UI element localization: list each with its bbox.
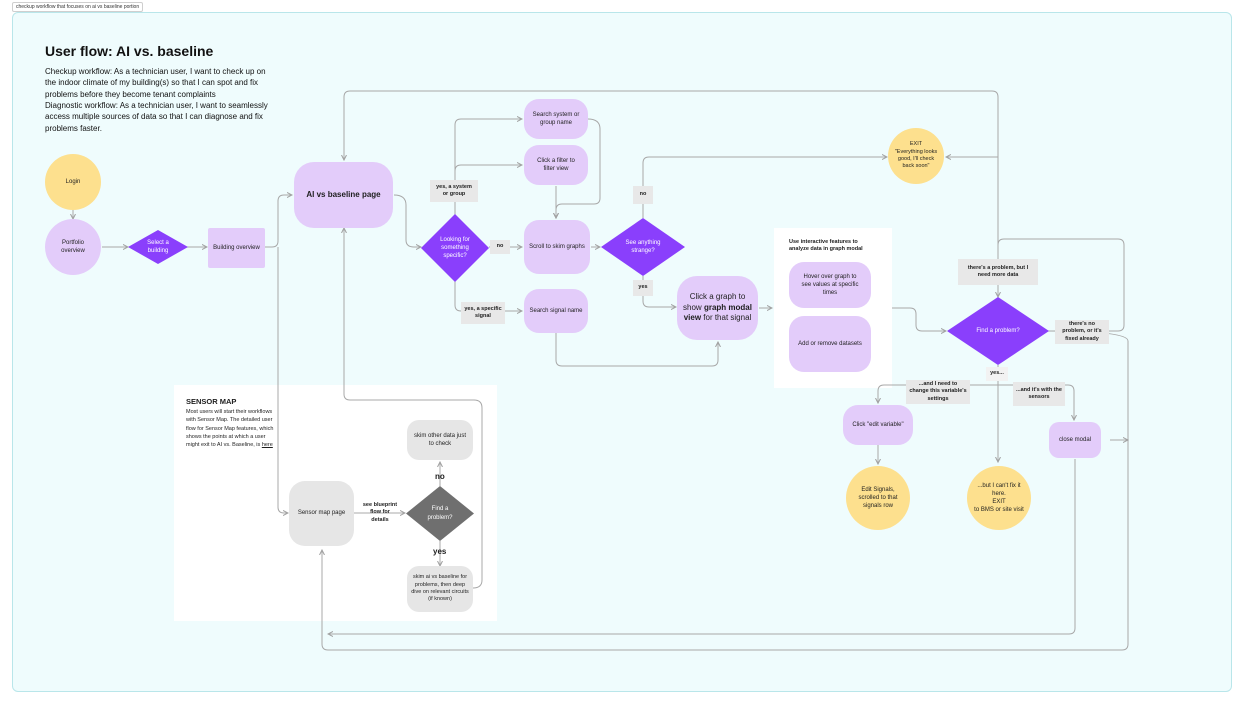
skim-ai-baseline-node[interactable]: skim ai vs baseline for problems, then d… (407, 566, 473, 612)
looking-for-something-diamond[interactable]: Looking for something specific? (421, 214, 489, 282)
label-yes-sensor: yes (433, 547, 447, 556)
click-graph-text: Click a graph to show graph modal view f… (683, 292, 752, 324)
label-with-sensors: ...and it's with the sensors (1013, 382, 1065, 406)
sensor-map-body: Most users will start their workflows wi… (186, 409, 274, 448)
exit-looks-good-node[interactable]: EXIT "Everything looks good, I'll check … (888, 128, 944, 184)
sensor-map-here-link[interactable]: here (261, 442, 273, 448)
label-yes-strange: yes (633, 280, 653, 296)
click-edit-variable-node[interactable]: Click "edit variable" (843, 405, 913, 445)
find-problem-grey-diamond[interactable]: Find a problem? (406, 486, 474, 541)
ai-vs-baseline-page-node[interactable]: AI vs baseline page (294, 162, 393, 228)
add-remove-datasets-node[interactable]: Add or remove datasets (789, 316, 871, 372)
click-graph-text-pre: Click a graph to show (683, 291, 746, 312)
diagram-canvas (12, 12, 1232, 692)
label-no-strange: no (633, 186, 653, 204)
looking-for-something-label: Looking for something specific? (440, 236, 470, 260)
edit-signals-node[interactable]: Edit Signals, scrolled to that signals r… (846, 466, 910, 530)
interactive-features-title: Use interactive features to analyze data… (789, 239, 863, 253)
search-signal-node[interactable]: Search signal name (524, 289, 588, 333)
label-need-change: ...and I need to change this variable's … (906, 380, 970, 404)
select-building-diamond[interactable]: Select a building (128, 230, 188, 264)
page-title: User flow: AI vs. baseline (45, 43, 214, 59)
building-overview-node[interactable]: Building overview (208, 228, 265, 268)
sensor-map-page-node[interactable]: Sensor map page (289, 481, 354, 546)
see-anything-strange-diamond[interactable]: See anything strange? (601, 218, 685, 276)
search-system-node[interactable]: Search system or group name (524, 99, 588, 139)
close-modal-node[interactable]: close modal (1049, 422, 1101, 458)
label-no-sensor: no (435, 472, 445, 481)
see-anything-strange-label: See anything strange? (625, 239, 661, 254)
find-problem-diamond[interactable]: Find a problem? (947, 297, 1049, 365)
find-problem-grey-label: Find a problem? (427, 506, 453, 521)
label-yes-system: yes, a system or group (430, 180, 478, 202)
intro-text: Checkup workflow: As a technician user, … (45, 66, 277, 134)
click-graph-node[interactable]: Click a graph to show graph modal view f… (677, 276, 758, 340)
find-problem-label: Find a problem? (976, 327, 1020, 334)
label-see-blueprint: see blueprint flow for details (362, 502, 398, 523)
graph-modal-view-text: graph modal view (683, 302, 752, 323)
label-no-problem: there's no problem, or it's fixed alread… (1055, 320, 1109, 344)
frame-tab[interactable]: checkup workflow that focuses on ai vs b… (12, 2, 144, 12)
hover-graph-node[interactable]: Hover over graph to see values at specif… (789, 262, 871, 308)
label-need-more-data: there's a problem, but I need more data (958, 259, 1038, 285)
click-graph-text-post: for that signal (701, 313, 752, 323)
label-yes-problem: yes... (986, 367, 1008, 381)
checkup-workflow-text: Checkup workflow: As a technician user, … (45, 67, 266, 99)
label-no-looking: no (490, 240, 510, 254)
scroll-skim-node[interactable]: Scroll to skim graphs (524, 220, 590, 274)
portfolio-overview-node[interactable]: Portfolio overview (45, 219, 101, 275)
cant-fix-exit-node[interactable]: ...but I can't fix it here. EXIT to BMS … (967, 466, 1031, 530)
select-building-label: Select a building (147, 239, 169, 254)
login-node[interactable]: Login (45, 154, 101, 210)
skim-other-data-node[interactable]: skim other data just to check (407, 420, 473, 460)
label-yes-signal: yes, a specific signal (461, 302, 505, 324)
click-filter-node[interactable]: Click a filter to filter view (524, 145, 588, 185)
sensor-map-description: Most users will start their workflows wi… (186, 408, 274, 449)
diagnostic-workflow-text: Diagnostic workflow: As a technician use… (45, 101, 268, 133)
sensor-map-title: SENSOR MAP (186, 397, 237, 406)
